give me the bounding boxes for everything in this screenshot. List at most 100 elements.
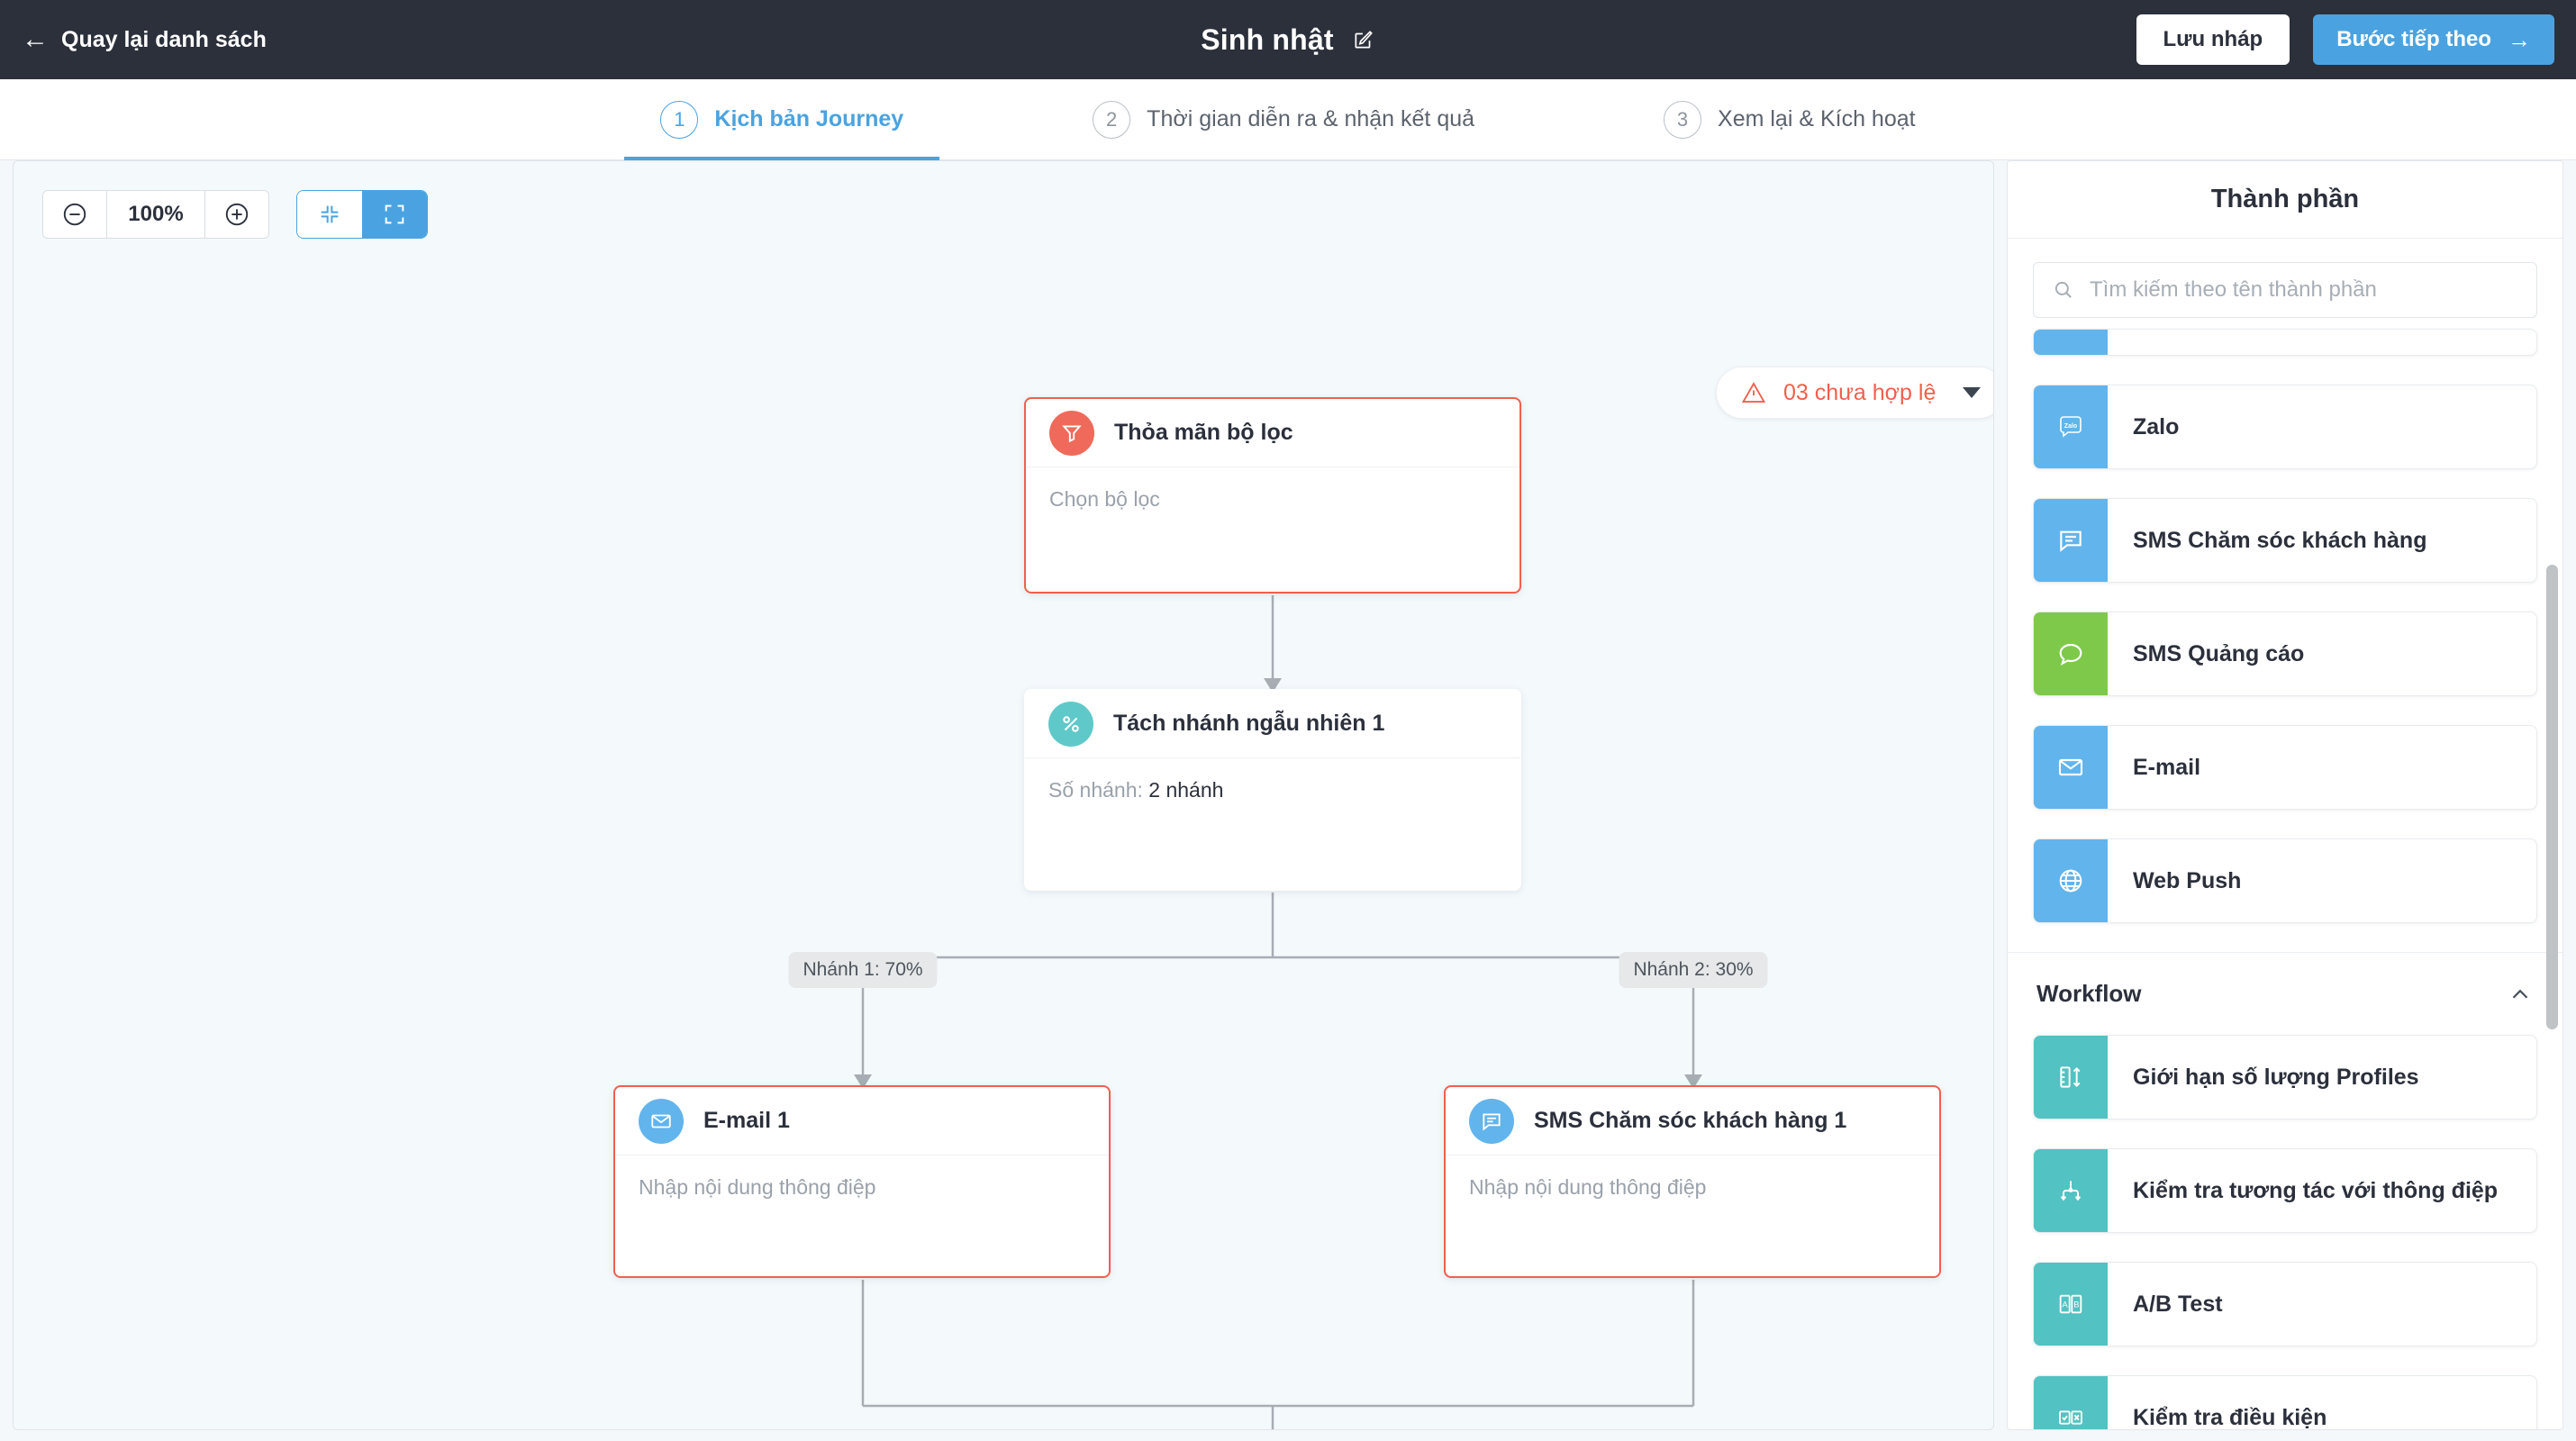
zoom-controls: 100% xyxy=(42,190,428,239)
percent-icon xyxy=(1048,701,1093,747)
step-1-label: Kịch bản Journey xyxy=(714,106,904,131)
node-random-split-title: Tách nhánh ngẫu nhiên 1 xyxy=(1113,711,1385,736)
condition-check-icon xyxy=(2034,1376,2108,1429)
next-step-label: Bước tiếp theo xyxy=(2336,27,2491,51)
component-label-web-push: Web Push xyxy=(2133,867,2242,893)
component-card-condition-check[interactable]: Kiểm tra điều kiện xyxy=(2033,1375,2537,1429)
speech-bubble-icon xyxy=(2034,612,2108,695)
step-gap-a xyxy=(939,79,1057,159)
workflow-section-header[interactable]: Workflow xyxy=(2033,953,2537,1035)
search-icon xyxy=(2052,278,2075,302)
partial-label xyxy=(2108,330,2133,355)
save-draft-button[interactable]: Lưu nháp xyxy=(2136,14,2290,65)
zalo-icon: Zalo xyxy=(2034,385,2108,468)
component-label-email: E-mail xyxy=(2133,754,2201,780)
collapse-arrows-icon[interactable] xyxy=(297,191,362,238)
branch-label-1: Nhánh 1: 70% xyxy=(788,952,938,988)
branch-label-2: Nhánh 2: 30% xyxy=(1619,952,1768,988)
component-label-message-interaction: Kiểm tra tương tác với thông điệp xyxy=(2133,1177,2499,1203)
node-email-1-title: E-mail 1 xyxy=(703,1108,790,1133)
search-input[interactable] xyxy=(2090,277,2518,303)
components-panel: Thành phần Zalo Zalo xyxy=(2007,160,2563,1430)
svg-text:Zalo: Zalo xyxy=(2064,423,2077,430)
component-card-email[interactable]: E-mail xyxy=(2033,725,2537,810)
tab-step-2[interactable]: 2 Thời gian diễn ra & nhận kết quả xyxy=(1057,79,1510,159)
partial-icon xyxy=(2034,330,2108,355)
back-to-list-label: Quay lại danh sách xyxy=(61,26,267,52)
chevron-up-icon[interactable] xyxy=(2507,981,2534,1008)
component-search-box[interactable] xyxy=(2033,262,2537,318)
component-card-zalo[interactable]: Zalo Zalo xyxy=(2033,385,2537,469)
arrow-left-icon: ← xyxy=(22,24,49,54)
step-2-label: Thời gian diễn ra & nhận kết quả xyxy=(1147,106,1475,131)
component-label-profile-limit: Giới hạn số lượng Profiles xyxy=(2133,1064,2419,1090)
zoom-group: 100% xyxy=(42,190,269,239)
invalid-count-badge[interactable]: 03 chưa hợp lệ xyxy=(1716,367,1993,419)
arrow-right-icon: → xyxy=(2508,26,2531,53)
chat-bubble-icon xyxy=(1469,1098,1514,1144)
node-random-split-header: Tách nhánh ngẫu nhiên 1 xyxy=(1025,690,1520,758)
next-step-button[interactable]: Bước tiếp theo → xyxy=(2313,14,2554,65)
node-sms-care-1-body[interactable]: Nhập nội dung thông điệp xyxy=(1446,1156,1939,1219)
edit-pencil-icon[interactable] xyxy=(1352,28,1375,51)
component-card-sms-care[interactable]: SMS Chăm sóc khách hàng xyxy=(2033,498,2537,583)
component-card-sms-ads[interactable]: SMS Quảng cáo xyxy=(2033,612,2537,696)
node-filter-placeholder: Chọn bộ lọc xyxy=(1049,487,1160,511)
component-card-ab-test[interactable]: A B A/B Test xyxy=(2033,1262,2537,1346)
node-random-split[interactable]: Tách nhánh ngẫu nhiên 1 Số nhánh: 2 nhán… xyxy=(1024,689,1521,891)
fit-toggle-group xyxy=(296,190,428,239)
journey-canvas[interactable]: 100% 03 c xyxy=(13,160,1994,1430)
chevron-down-icon[interactable] xyxy=(1963,387,1982,398)
zoom-out-button[interactable] xyxy=(43,191,106,238)
step-1-number: 1 xyxy=(660,100,699,139)
components-list[interactable]: Zalo Zalo SMS Chăm sóc khách hàng SMS Qu… xyxy=(2008,278,2562,1429)
branch-check-icon xyxy=(2034,1149,2108,1232)
globe-icon xyxy=(2034,839,2108,922)
back-to-list-link[interactable]: ← Quay lại danh sách xyxy=(22,26,267,53)
component-label-sms-care: SMS Chăm sóc khách hàng xyxy=(2133,527,2427,553)
node-filter-body[interactable]: Chọn bộ lọc xyxy=(1026,467,1519,531)
warning-triangle-icon xyxy=(1740,379,1767,406)
component-label-zalo: Zalo xyxy=(2133,413,2180,440)
ruler-icon xyxy=(2034,1036,2108,1119)
component-card-partial[interactable] xyxy=(2033,329,2537,356)
envelope-icon xyxy=(2034,726,2108,809)
step-2-number: 2 xyxy=(1093,100,1131,139)
node-sms-care-1[interactable]: SMS Chăm sóc khách hàng 1 Nhập nội dung … xyxy=(1444,1085,1941,1278)
chat-bubble-icon xyxy=(2034,499,2108,582)
components-panel-title: Thành phần xyxy=(2008,161,2562,239)
node-filter[interactable]: Thỏa mãn bộ lọc Chọn bộ lọc xyxy=(1024,397,1521,594)
expand-arrows-icon[interactable] xyxy=(362,191,427,238)
envelope-icon xyxy=(639,1098,684,1144)
step-tabs: 1 Kịch bản Journey 2 Thời gian diễn ra &… xyxy=(0,79,2576,160)
step-3-number: 3 xyxy=(1664,100,1702,139)
page-title: Sinh nhật xyxy=(1201,23,1334,56)
node-email-1[interactable]: E-mail 1 Nhập nội dung thông điệp xyxy=(613,1085,1111,1278)
node-email-1-placeholder: Nhập nội dung thông điệp xyxy=(639,1175,876,1199)
component-card-profile-limit[interactable]: Giới hạn số lượng Profiles xyxy=(2033,1035,2537,1119)
tab-step-3[interactable]: 3 Xem lại & Kích hoạt xyxy=(1628,79,1952,159)
node-random-split-body: Số nhánh: 2 nhánh xyxy=(1025,758,1520,822)
component-card-message-interaction[interactable]: Kiểm tra tương tác với thông điệp xyxy=(2033,1148,2537,1233)
zoom-level-value: 100% xyxy=(106,191,205,238)
ab-test-icon: A B xyxy=(2034,1263,2108,1346)
node-filter-title: Thỏa mãn bộ lọc xyxy=(1114,420,1293,445)
node-sms-care-1-header: SMS Chăm sóc khách hàng 1 xyxy=(1446,1087,1939,1156)
zoom-in-button[interactable] xyxy=(205,191,268,238)
workflow-section-title: Workflow xyxy=(2036,980,2142,1007)
node-sms-care-1-title: SMS Chăm sóc khách hàng 1 xyxy=(1534,1108,1847,1133)
component-card-web-push[interactable]: Web Push xyxy=(2033,838,2537,923)
step-gap-b xyxy=(1510,79,1628,159)
component-label-ab-test: A/B Test xyxy=(2133,1291,2223,1317)
tab-step-1[interactable]: 1 Kịch bản Journey xyxy=(624,79,939,160)
components-panel-scrollbar[interactable] xyxy=(2546,565,2558,1029)
component-label-sms-ads: SMS Quảng cáo xyxy=(2133,640,2305,666)
node-email-1-body[interactable]: Nhập nội dung thông điệp xyxy=(615,1156,1109,1219)
topbar-actions: Lưu nháp Bước tiếp theo → xyxy=(2136,14,2554,65)
node-email-1-header: E-mail 1 xyxy=(615,1087,1109,1156)
panel-divider xyxy=(2008,952,2562,953)
step-3-label: Xem lại & Kích hoạt xyxy=(1718,106,1916,131)
svg-text:A: A xyxy=(2062,1300,2068,1309)
branch-count-value: 2 nhánh xyxy=(1148,778,1224,802)
svg-text:B: B xyxy=(2073,1300,2079,1309)
